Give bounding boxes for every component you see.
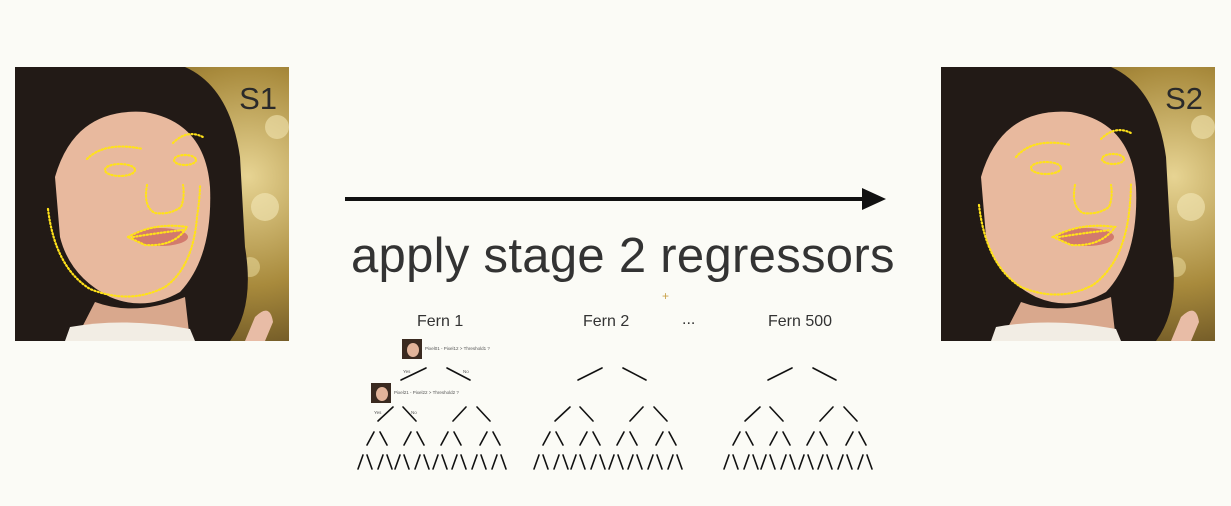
face-image-s2: S2 — [941, 67, 1215, 341]
fern-2-tree — [533, 367, 683, 470]
slide-caption: apply stage 2 regressors — [351, 229, 895, 283]
right-arrow-icon — [345, 188, 886, 210]
fern-1-node1-text: Pixel01 - Pixel12 > Threshold1 ? — [425, 346, 490, 351]
fern-1-no-label-2: No — [411, 410, 417, 415]
fern-1-node2-text: Pixel21 - Pixel22 > Threshold2 ? — [394, 390, 459, 395]
face-photo-illustration — [941, 67, 1215, 341]
fern-label-1: Fern 1 — [417, 313, 464, 330]
fern-label-2: Fern 2 — [583, 313, 630, 330]
fern-1-yes-label-2: Yes — [374, 410, 382, 415]
fern-1-child-node-thumbnail — [371, 383, 391, 403]
fern-1-level4 — [357, 454, 507, 470]
fern-500-tree — [723, 367, 873, 470]
fern-1-root-node-thumbnail — [402, 339, 422, 359]
fern-1-yes-label: Yes — [403, 369, 411, 374]
fern-1-level3 — [366, 431, 501, 446]
fern-ellipsis: ... — [682, 311, 696, 328]
fern-1-tree — [357, 367, 507, 470]
face-image-s1: S1 — [15, 67, 289, 341]
fern-1-no-label: No — [463, 369, 469, 374]
stage-label-s1: S1 — [239, 81, 277, 116]
cursor-crosshair-icon: + — [662, 289, 670, 303]
face-photo-illustration — [15, 67, 289, 341]
fern-label-500: Fern 500 — [768, 313, 833, 330]
stage-label-s2: S2 — [1165, 81, 1203, 116]
